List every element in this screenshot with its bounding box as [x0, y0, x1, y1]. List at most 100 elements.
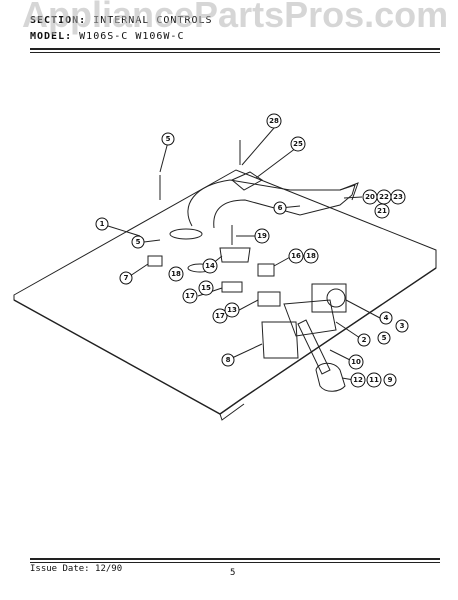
callout-label: 3 [400, 322, 405, 330]
callout-c23: 23 [390, 189, 406, 205]
section-value: INTERNAL CONTROLS [93, 15, 213, 26]
leader-4 [345, 299, 381, 319]
callout-label: 16 [291, 252, 301, 260]
callout-label: 19 [257, 232, 267, 240]
switch-7 [147, 255, 163, 267]
callout-label: 20 [365, 193, 375, 201]
callout-c3: 3 [395, 319, 409, 333]
leader-10 [329, 349, 351, 361]
callout-label: 5 [382, 334, 387, 342]
callout-label: 14 [205, 262, 215, 270]
callout-label: 5 [166, 135, 171, 143]
callout-label: 11 [369, 376, 379, 384]
leader-25 [255, 147, 297, 179]
callout-c18b: 18 [303, 248, 319, 264]
component-13 [257, 291, 281, 307]
callout-c17a: 17 [182, 288, 198, 304]
fill-tube-end [339, 182, 359, 201]
issue-date-label: Issue Date: [30, 564, 90, 574]
component-15 [221, 281, 243, 293]
callout-c8: 8 [221, 353, 235, 367]
callout-label: 17 [185, 292, 195, 300]
leader-1 [107, 225, 141, 237]
callout-label: 10 [351, 358, 361, 366]
footer-rule [30, 558, 440, 560]
issue-date: Issue Date: 12/90 [30, 564, 122, 574]
callout-c5b: 5 [131, 235, 145, 249]
header-rule-thin [30, 52, 440, 53]
model-value: W106S-C W106W-C [79, 31, 185, 42]
callout-label: 13 [227, 306, 237, 314]
callout-c1: 1 [95, 217, 109, 231]
callout-label: 9 [388, 376, 393, 384]
callout-c21: 21 [374, 203, 390, 219]
base-plate-flange [219, 403, 245, 421]
leader-28 [241, 127, 275, 166]
callout-c20: 20 [362, 189, 378, 205]
bracket-14 [219, 247, 251, 263]
callout-label: 1 [100, 220, 105, 228]
callout-c9: 9 [383, 373, 397, 387]
callout-label: 8 [226, 356, 231, 364]
timer-gear [326, 288, 346, 308]
timer-motor [311, 283, 347, 313]
callout-label: 21 [377, 207, 387, 215]
callout-c6: 6 [273, 201, 287, 215]
callout-c18a: 18 [168, 266, 184, 282]
callout-c5c: 5 [377, 331, 391, 345]
footer-rule-thin [30, 562, 440, 563]
model-label: MODEL: [30, 31, 73, 42]
callout-label: 25 [293, 140, 303, 148]
section-label: SECTION: [30, 15, 87, 26]
page-number: 5 [230, 568, 236, 578]
fill-tube [187, 179, 356, 229]
callout-c19: 19 [254, 228, 270, 244]
callout-c28: 28 [266, 113, 282, 129]
top-valve [231, 171, 263, 191]
section-heading: SECTION: INTERNAL CONTROLS [30, 15, 213, 26]
leader-20 [343, 196, 363, 199]
callout-c13: 13 [224, 302, 240, 318]
leader-2 [335, 321, 361, 339]
callout-c7: 7 [119, 271, 133, 285]
leader-5a [159, 141, 169, 173]
control-shaft [297, 319, 331, 375]
bracket-8 [261, 321, 299, 359]
callout-label: 5 [136, 238, 141, 246]
callout-c25: 25 [290, 136, 306, 152]
callout-label: 18 [306, 252, 316, 260]
callout-c12: 12 [350, 372, 366, 388]
component-16 [257, 263, 275, 277]
callout-label: 4 [384, 314, 389, 322]
plate-opening [169, 228, 203, 240]
header-rule [30, 48, 440, 50]
callout-c16: 16 [288, 248, 304, 264]
callout-label: 7 [124, 274, 129, 282]
control-bracket [283, 299, 337, 337]
leader-5b [143, 239, 161, 243]
callout-label: 15 [201, 284, 211, 292]
base-plate-edge [13, 267, 437, 415]
model-heading: MODEL: W106S-C W106W-C [30, 31, 184, 42]
leader-8 [231, 343, 263, 359]
callout-label: 18 [171, 270, 181, 278]
callout-c15: 15 [198, 280, 214, 296]
callout-c5a: 5 [161, 132, 175, 146]
callout-c14: 14 [202, 258, 218, 274]
callout-label: 23 [393, 193, 403, 201]
callout-c11: 11 [366, 372, 382, 388]
issue-date-value: 12/90 [95, 564, 123, 574]
site-watermark: AppliancePartsPros.com [22, 0, 449, 35]
callout-c22: 22 [376, 189, 392, 205]
callout-c2: 2 [357, 333, 371, 347]
callout-label: 22 [379, 193, 389, 201]
callout-label: 2 [362, 336, 367, 344]
callout-label: 12 [353, 376, 363, 384]
leader-7 [129, 263, 149, 277]
callout-c10: 10 [348, 354, 364, 370]
callout-label: 28 [269, 117, 279, 125]
control-knob [315, 362, 346, 392]
